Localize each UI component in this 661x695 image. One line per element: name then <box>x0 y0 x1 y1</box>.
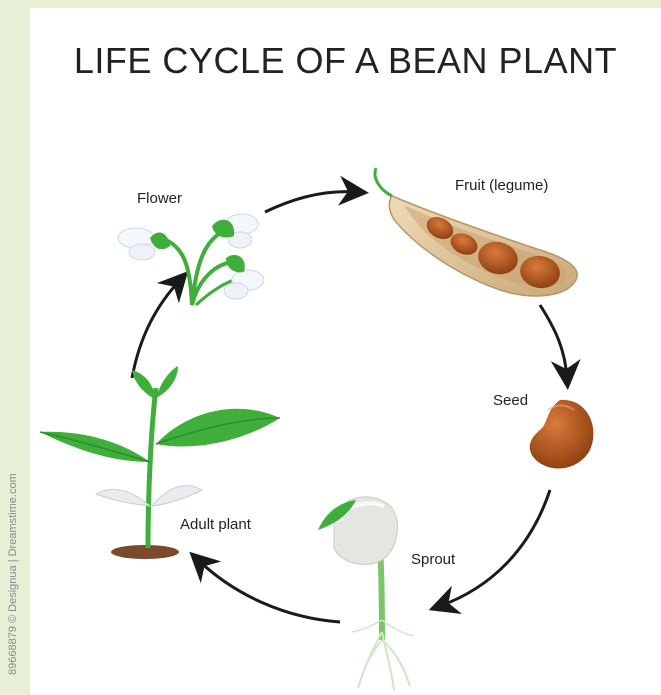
arrow-seed-to-sprout <box>440 490 550 606</box>
flower-illustration <box>118 214 264 305</box>
arrow-fruit-to-seed <box>540 305 567 378</box>
arrow-sprout-to-adult <box>198 560 340 622</box>
seed-illustration <box>530 400 594 469</box>
arrow-adult-to-flower <box>132 280 180 378</box>
arrow-flower-to-fruit <box>265 192 357 212</box>
stage-label-seed: Seed <box>493 392 528 409</box>
stage-label-fruit: Fruit (legume) <box>455 177 548 194</box>
stage-label-adult-plant: Adult plant <box>180 516 251 533</box>
sprout-illustration <box>318 497 414 690</box>
stage-label-flower: Flower <box>137 190 182 207</box>
stage-label-sprout: Sprout <box>411 551 455 568</box>
